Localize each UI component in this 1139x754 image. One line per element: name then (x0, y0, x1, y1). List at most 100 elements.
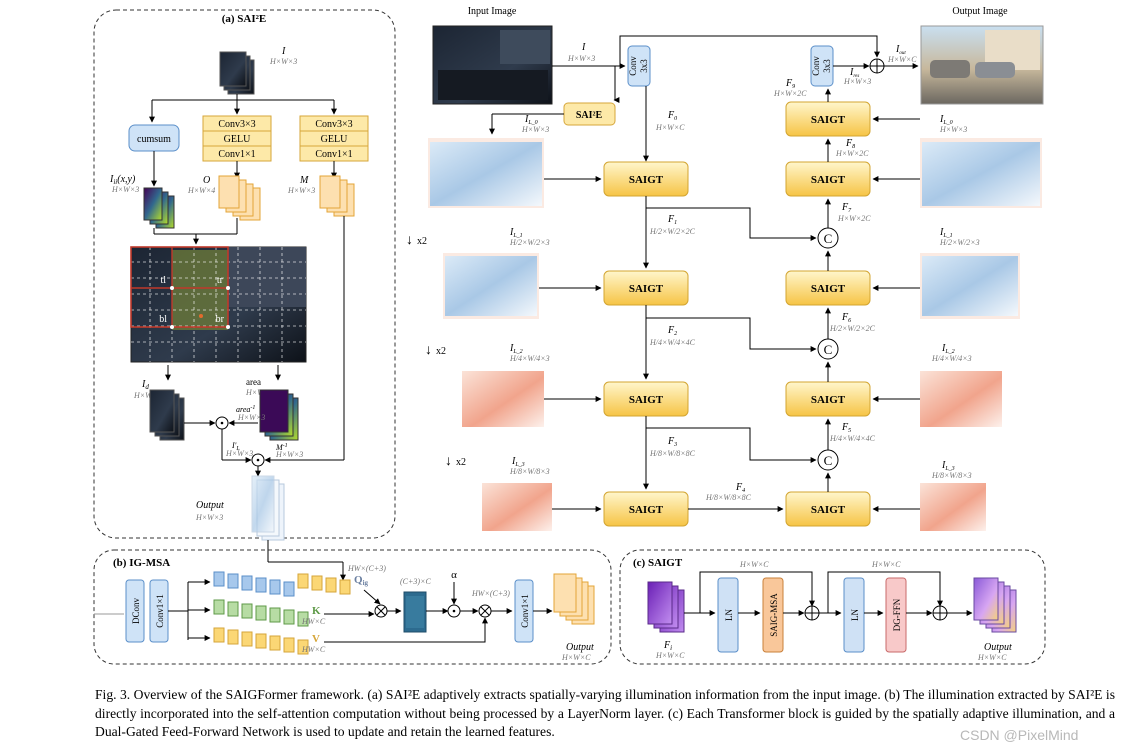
igmsa-output-label: Output (566, 642, 594, 653)
down-x2-2: x2 (436, 346, 446, 357)
concat-2: C (817, 338, 839, 360)
grid-br: br (216, 314, 225, 325)
il2-right-label: IL_2 (941, 343, 955, 355)
svg-text:C: C (824, 453, 833, 468)
svg-text:SAIGT: SAIGT (629, 394, 664, 406)
mask-branch: Conv3×3 GELU Conv1×1 (299, 115, 369, 162)
f4-label: F4 (735, 482, 745, 494)
m-label: M (299, 175, 309, 186)
input-image-label: Input Image (468, 6, 517, 17)
id-label: Id (141, 379, 149, 391)
il2-left-label: IL_2 (509, 343, 523, 355)
area-stack (259, 389, 299, 441)
saigt-enc-4: SAIGT (603, 491, 689, 527)
svg-text:C: C (824, 342, 833, 357)
saig-msa-block (762, 577, 784, 653)
add-1 (804, 605, 820, 621)
matmul-2 (478, 604, 492, 618)
sai2e-output-label: Output (196, 500, 224, 511)
main-I-dim: H×W×3 (567, 54, 595, 63)
area-inv-label: area-1 (236, 405, 255, 414)
il0-right-dim: H×W×3 (939, 125, 967, 134)
id-dim: H×W×3 (133, 391, 161, 400)
mask-stack (319, 175, 355, 217)
m-conv3-label: Conv3×3 (315, 119, 352, 130)
fi-dim: H×W×C (655, 651, 685, 660)
grid-tl: tl (160, 275, 166, 286)
panel-b-title: (b) IG-MSA (113, 557, 170, 569)
m-dim: H×W×3 (287, 186, 315, 195)
iii-label: Iii(x,y) (109, 174, 136, 186)
f2-label: F2 (667, 325, 677, 337)
iii-dim: H×W×3 (111, 185, 139, 194)
integral-image-stack (143, 187, 175, 229)
f0-dim: H×W×C (655, 123, 685, 132)
saig-msa-label: SAIG-MSA (769, 593, 779, 637)
ln-1-label: LN (724, 609, 734, 621)
il0-right-label: IL_0 (939, 114, 953, 126)
m-gelu-label: GELU (321, 134, 348, 145)
saigt-output-dim: H×W×C (977, 653, 1007, 662)
conv-in-label-2: 3x3 (639, 59, 649, 73)
alpha-label: α (451, 569, 457, 581)
attn-dim: (C+3)×C (400, 577, 431, 586)
svg-text:SAIGT: SAIGT (629, 283, 664, 295)
saigt-dec-4: SAIGT (785, 491, 871, 527)
k-label: K (312, 605, 321, 617)
add-2 (932, 605, 948, 621)
dim-top-2: H×W×C (871, 560, 901, 569)
illum-image-l0 (428, 138, 544, 208)
il3-right-label: IL_3 (941, 460, 955, 472)
conv-in-label-1: Conv (628, 56, 638, 76)
illum-image-r3 (920, 483, 986, 531)
f8-label: F8 (845, 138, 855, 150)
area-inv-dim: H×W×3 (237, 413, 265, 422)
il3-left-label: IL_3 (511, 456, 525, 468)
ires-label: Ires (849, 67, 859, 79)
down-arrow-2: ↓ (425, 343, 432, 358)
f5-label: F5 (841, 422, 851, 434)
figure-caption: Fig. 3. Overview of the SAIGFormer frame… (95, 687, 1115, 739)
il3-left-dim: H/8×W/8×3 (509, 467, 550, 476)
ln-2-label: LN (850, 609, 860, 621)
fi-label: Fi (663, 640, 672, 652)
m-inv-label: M-1 (275, 443, 288, 452)
ires-dim: H×W×3 (843, 77, 871, 86)
f1-dim: H/2×W/2×2C (649, 227, 696, 236)
conv-out-label-1: Conv (811, 56, 821, 76)
iout-label: Iout (895, 44, 906, 56)
il2-right-dim: H/4×W/4×3 (931, 354, 972, 363)
v-dim: HW×C (301, 645, 326, 654)
grid-tr: tr (217, 275, 224, 286)
svg-text:SAIGT: SAIGT (811, 174, 846, 186)
svg-text:SAIGT: SAIGT (811, 394, 846, 406)
cumsum-label: cumsum (137, 134, 171, 145)
panel-a-border (93, 9, 396, 539)
down-x2-1: x2 (417, 236, 427, 247)
illum-image-r1 (920, 253, 1020, 319)
illum-image-l3 (482, 483, 552, 531)
f5-dim: H/4×W/4×4C (829, 434, 876, 443)
offset-stack (218, 175, 261, 221)
illum-image-r0 (920, 138, 1042, 208)
dg-ffn-block (885, 577, 907, 653)
m-conv1-label: Conv1×1 (315, 149, 352, 160)
saigt-dec-1: SAIGT (785, 161, 871, 197)
offset-branch: Conv3×3 GELU Conv1×1 (202, 115, 272, 162)
conv-in-block (627, 45, 651, 87)
il1-right-label: IL_1 (939, 227, 953, 239)
fi-stack (647, 581, 685, 633)
concat-3: C (817, 449, 839, 471)
sampling-grid-image (130, 246, 307, 363)
m-inv-dim: H×W×3 (275, 450, 303, 459)
q-label: Qig (354, 574, 369, 587)
svg-text:SAIGT: SAIGT (811, 283, 846, 295)
svg-text:SAIGT: SAIGT (811, 504, 846, 516)
conv1-label: Conv1×1 (155, 594, 165, 628)
i-prime-label: I'L (231, 441, 240, 452)
svg-text:SAIGT: SAIGT (811, 114, 846, 126)
o-conv3-label: Conv3×3 (218, 119, 255, 130)
down-arrow-1: ↓ (406, 233, 413, 248)
saigt-enc-3: SAIGT (603, 381, 689, 417)
